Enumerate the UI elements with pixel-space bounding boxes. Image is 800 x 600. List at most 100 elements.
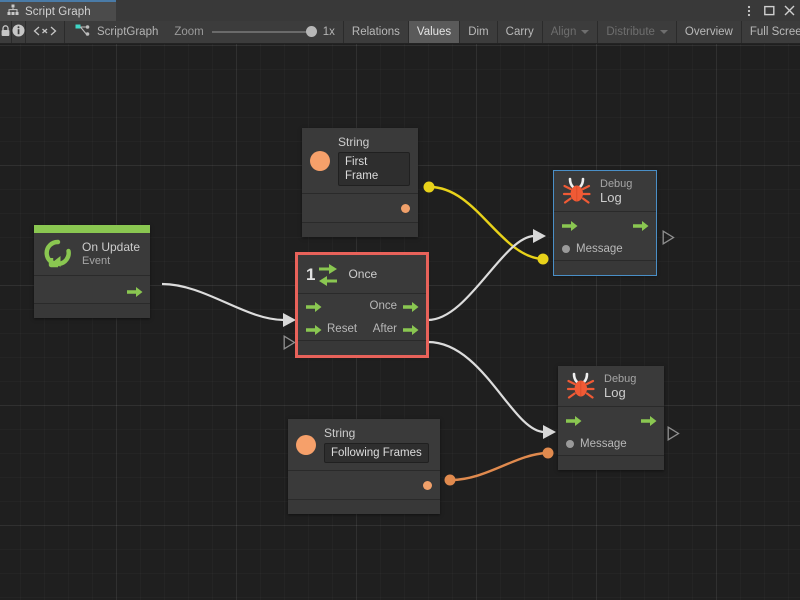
on-update-node[interactable]: On Update Event [34,225,150,318]
full-screen-button[interactable]: Full Screen [741,21,800,43]
message-input-port[interactable] [566,440,574,448]
string-node-first-frame[interactable]: String First Frame [302,128,418,237]
node-body [302,193,418,223]
port-row-flow [558,407,664,432]
flow-input-port-reset[interactable] [306,323,322,335]
flow-output-port[interactable] [641,414,657,426]
carry-label: Carry [505,26,534,38]
flow-input-port[interactable] [566,414,582,426]
event-loop-icon [42,239,74,269]
zoom-label: Zoom [174,26,204,38]
zoom-value: 1x [322,26,335,38]
zoom-slider-handle[interactable] [305,26,317,37]
node-subtitle-debug: Debug [600,178,633,190]
string-value-field[interactable]: First Frame [338,152,410,186]
node-subtitle: Event [82,255,111,267]
debug-log-node-top[interactable]: Debug Log [553,170,657,276]
flow-input-port[interactable] [562,219,578,231]
port-row-message: Message [558,432,664,456]
align-button[interactable]: Align [542,21,599,43]
window-tab-bar: Script Graph [0,0,800,21]
string-node-following-frames[interactable]: String Following Frames [288,419,440,514]
node-header: String First Frame [302,128,418,193]
node-title-block: Once [348,267,377,281]
debug-log-node-bottom[interactable]: Debug Log [558,366,664,470]
zoom-slider[interactable] [211,26,317,37]
graph-name-field[interactable]: ScriptGraph [65,21,158,43]
port-label-reset: Reset [327,322,358,335]
port-row-out-value [302,194,418,223]
info-icon [12,24,25,40]
port-row-flow [554,212,656,237]
lock-button[interactable] [0,21,12,43]
once-counter-icon [317,262,339,286]
node-title: String [324,426,356,440]
node-footer [288,500,440,514]
tab-script-graph[interactable]: Script Graph [0,0,116,21]
info-button[interactable] [12,21,26,43]
node-header: 1 Once [298,255,426,293]
edge-string-followingframes-to-log-message [444,447,554,486]
port-row-reset-after: Reset After [298,317,426,340]
port-row-out-flow [34,276,150,304]
align-label: Align [550,26,577,38]
dim-button[interactable]: Dim [460,21,498,43]
hierarchy-icon [7,3,19,21]
close-icon[interactable] [780,0,798,21]
port-label-message: Message [580,438,627,450]
graph-toolbar: ScriptGraph Zoom 1x Relations Values Dim… [0,21,800,44]
tab-label: Script Graph [25,5,91,18]
node-footer [298,341,426,355]
once-count-badge: 1 [306,264,316,284]
reset-input-connector-icon[interactable] [283,335,296,355]
edge-onupdate-to-once [161,282,296,327]
flow-output-port-once[interactable] [403,300,419,312]
once-node[interactable]: 1 Once [295,252,429,358]
graph-canvas[interactable]: On Update Event [0,44,800,600]
node-header: Debug Log [558,366,664,406]
flow-output-connector-icon[interactable] [662,230,675,250]
node-title-block: String First Frame [338,135,410,186]
message-input-port[interactable] [562,245,570,253]
distribute-button[interactable]: Distribute [598,21,677,43]
zoom-control[interactable]: Zoom 1x [166,21,343,43]
value-output-port[interactable] [423,481,432,490]
dim-label: Dim [468,26,489,38]
code-view-button[interactable] [26,21,65,43]
string-value-field[interactable]: Following Frames [324,443,429,463]
node-title: Once [348,267,378,281]
node-title: String [338,135,370,149]
node-title-block: Debug Log [600,177,632,205]
node-title: On Update [82,240,141,254]
overview-button[interactable]: Overview [676,21,742,43]
kebab-menu-icon[interactable] [740,0,758,21]
value-output-port[interactable] [401,204,410,213]
node-footer [34,304,150,318]
flow-output-port[interactable] [127,285,143,297]
maximize-icon[interactable] [760,0,778,21]
node-title-block: On Update Event [82,240,140,268]
bug-icon [566,372,596,400]
node-footer [558,456,664,470]
edge-after-to-log-bottom [427,340,556,439]
node-title: Log [604,385,626,400]
relations-button[interactable]: Relations [342,21,409,43]
chevron-down-icon [659,30,668,34]
port-label-once: Once [369,299,398,312]
flow-output-port-after[interactable] [403,323,419,335]
node-body: Message [558,406,664,456]
node-header: On Update Event [34,233,150,275]
edge-string-firstframe-to-log-message [423,181,549,265]
carry-button[interactable]: Carry [497,21,543,43]
flow-output-port[interactable] [633,219,649,231]
values-button[interactable]: Values [408,21,461,43]
flow-output-connector-icon[interactable] [667,426,680,446]
lock-icon [0,24,11,40]
script-graph-icon [75,24,90,40]
node-accent-bar [34,225,150,233]
node-footer [554,261,656,275]
flow-input-port[interactable] [306,300,322,312]
edge-once-to-log-top [427,229,546,322]
port-label-after: After [372,322,397,335]
